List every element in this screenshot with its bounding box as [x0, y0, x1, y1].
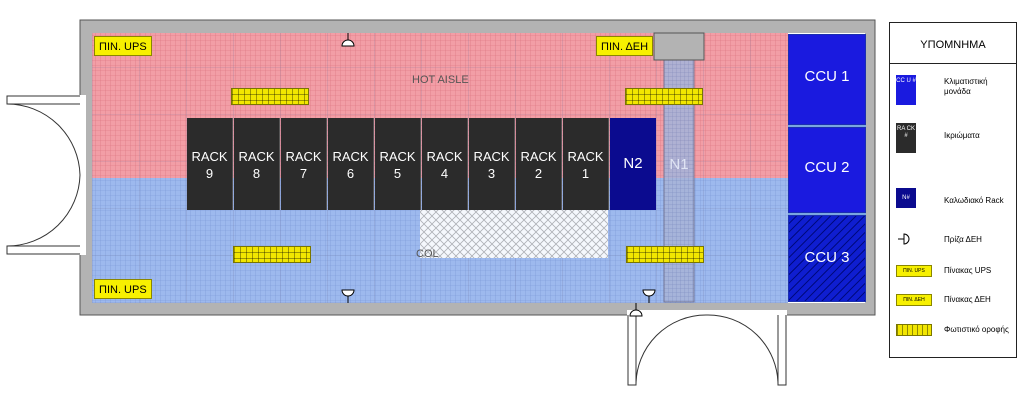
ceiling-light: [625, 88, 703, 105]
network-rack-n2[interactable]: N2: [610, 118, 656, 210]
hot-aisle-label: HOT AISLE: [412, 74, 469, 86]
ccu-3[interactable]: CCU 3: [788, 215, 866, 302]
legend-title: ΥΠΟΜΝΗΜΑ: [920, 39, 986, 51]
bottom-door: [627, 315, 637, 386]
perforated-tiles: [420, 210, 608, 258]
ceiling-light: [626, 246, 704, 263]
power-socket-icon: [341, 33, 355, 47]
legend: ΥΠΟΜΝΗΜΑ CC U # Κλιματιστική μονάδα RA C…: [889, 22, 1017, 358]
ccu-2[interactable]: CCU 2: [788, 127, 866, 213]
power-socket-icon: [341, 289, 355, 303]
left-door: [6, 95, 80, 105]
cold-aisle-label: COL: [416, 248, 439, 260]
panel-dei-top: ΠΙΝ. ΔΕΗ: [596, 36, 654, 56]
cable-rack-symbol: N#: [896, 188, 916, 208]
ceiling-light-symbol: [896, 324, 932, 336]
panel-ups-bottom: ΠΙΝ. UPS: [94, 279, 152, 299]
ceiling-light: [231, 88, 309, 105]
power-socket-icon: [629, 303, 643, 317]
ceiling-light: [233, 246, 311, 263]
ccu-1[interactable]: CCU 1: [788, 34, 866, 125]
dei-panel-symbol: ΠΙΝ. ΔΕΗ: [896, 294, 932, 306]
network-rack-n1[interactable]: N1: [669, 156, 689, 173]
rack-symbol: RA CK #: [896, 123, 916, 153]
ups-panel-symbol: ΠΙΝ. UPS: [896, 265, 932, 277]
power-socket-icon: [642, 289, 656, 303]
ccu-symbol: CC U #: [896, 75, 916, 105]
panel-ups-top: ΠΙΝ. UPS: [94, 36, 152, 56]
power-socket-icon: [898, 233, 910, 245]
